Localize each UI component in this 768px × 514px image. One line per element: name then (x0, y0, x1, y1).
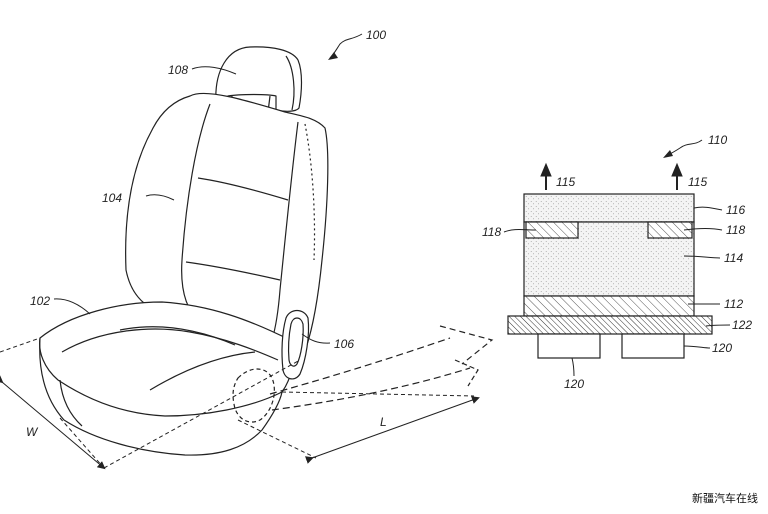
label-115-right: 115 (688, 175, 707, 189)
label-118-left: 118 (482, 225, 501, 239)
dimension-lines (0, 337, 480, 470)
label-102: 102 (30, 294, 50, 308)
label-115-left: 115 (556, 175, 575, 189)
layer-112 (523, 295, 695, 317)
foot-120-right (621, 333, 685, 359)
layer-116 (523, 193, 695, 223)
label-122: 122 (732, 318, 752, 332)
label-114: 114 (724, 251, 743, 265)
seat-adjust-control (281, 309, 310, 380)
label-l: L (380, 415, 387, 429)
label-116: 116 (726, 203, 745, 217)
label-w: W (26, 425, 39, 439)
layer-stack (507, 193, 713, 359)
insert-118-right (647, 221, 693, 239)
label-106: 106 (334, 337, 354, 351)
seat-drawing (39, 46, 329, 456)
airflow-arrows (269, 325, 494, 411)
label-108: 108 (168, 63, 188, 77)
label-110: 110 (708, 133, 727, 147)
label-100: 100 (366, 28, 386, 42)
label-118-right: 118 (726, 223, 745, 237)
layer-leaders (503, 206, 731, 377)
label-120-bottom: 120 (564, 377, 584, 391)
arrow-100-icon (328, 52, 338, 60)
label-120-right: 120 (712, 341, 732, 355)
label-104: 104 (102, 191, 122, 205)
heat-flow-arrows (540, 162, 683, 190)
watermark: 新疆汽车在线 (692, 492, 758, 505)
label-112: 112 (724, 297, 743, 311)
base-plate-122 (507, 315, 713, 335)
foot-120-left (537, 333, 601, 359)
reference-numerals: 100 108 104 102 106 W L 110 115 115 116 … (26, 28, 752, 439)
